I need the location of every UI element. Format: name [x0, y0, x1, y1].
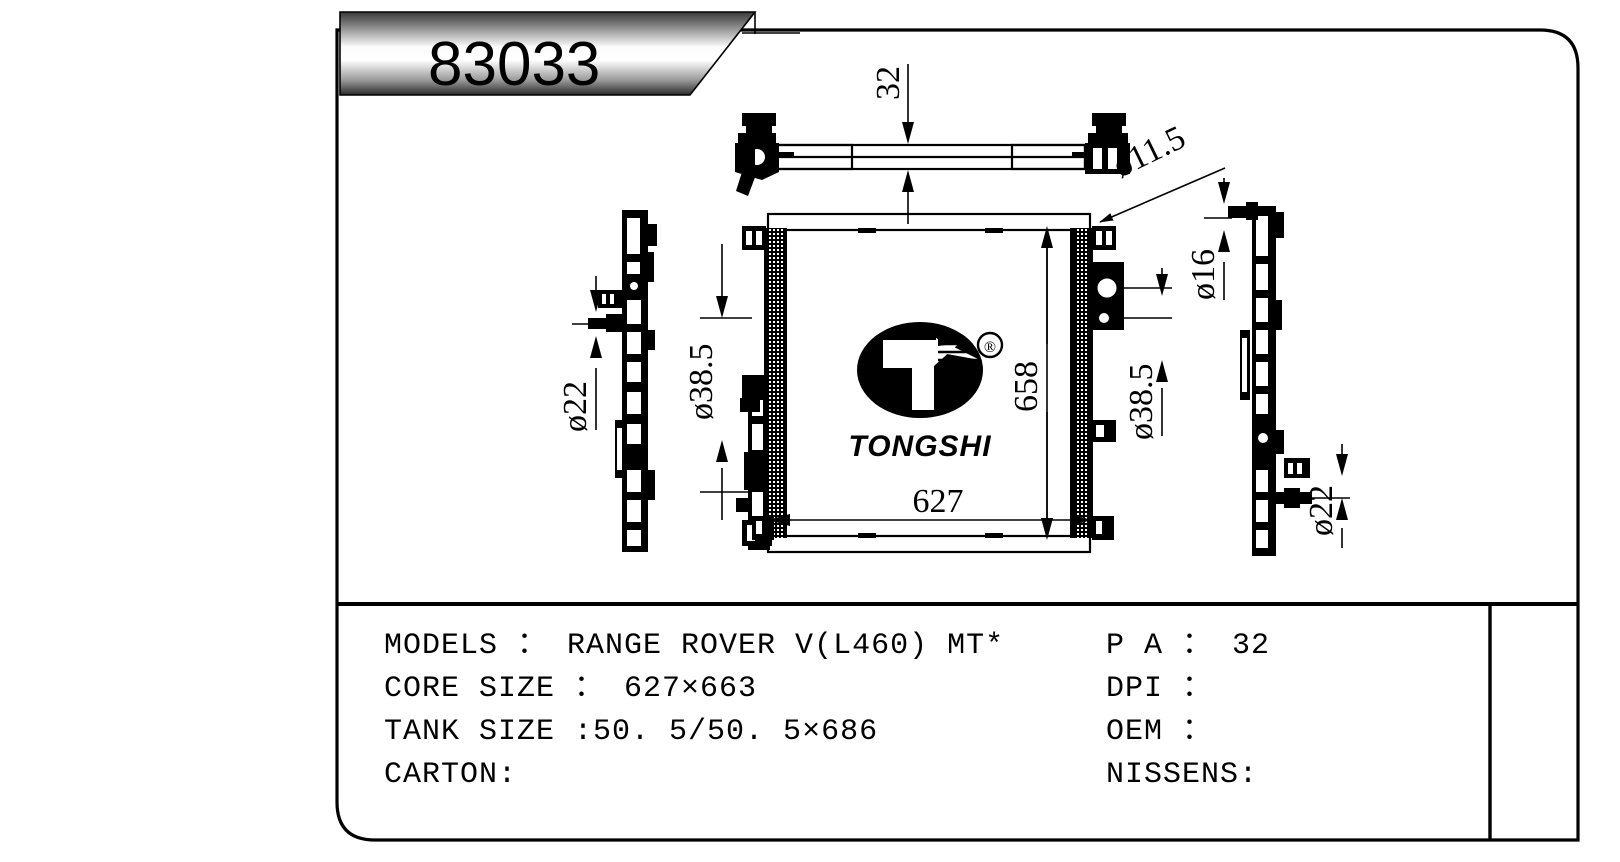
dim-right-top-port: ø16: [1185, 178, 1232, 300]
top-view-left-fitting: [735, 113, 794, 196]
tongshi-logo: ® TONGSHI: [848, 322, 1004, 463]
spec-dpi: DPI ：: [1106, 672, 1213, 706]
dim-core-width: 627: [768, 240, 1092, 526]
spec-core-size: CORE SIZE ： 627×663: [384, 672, 757, 706]
part-number-text: 83033: [428, 30, 600, 99]
dim-left-inlet: ø38.5: [683, 244, 752, 520]
main-view-left-brackets: [742, 226, 774, 540]
right-side-view: ø16 ø22: [1185, 178, 1350, 556]
main-view-right-brackets: [1090, 226, 1124, 540]
spec-carton: CARTON:: [384, 758, 517, 792]
part-number-banner: 83033: [339, 11, 800, 99]
dim-right-core-inlet: ø38.5: [1118, 268, 1172, 440]
dim-right-top-port-label: ø16: [1185, 249, 1222, 300]
registered-mark-circle: [976, 331, 1004, 359]
spec-block-left: MODELS ： RANGE ROVER V(L460) MT* CORE SI…: [384, 629, 1004, 792]
dim-right-core-inlet-label: ø38.5: [1123, 364, 1160, 441]
dim-right-bottom-port-label: ø22: [1303, 485, 1340, 536]
top-view-right-fitting: [1072, 113, 1130, 174]
drawing-frame: [335, 28, 1580, 842]
dim-top-thickness-label: 32: [870, 66, 907, 100]
spec-pa: P A ： 32: [1106, 629, 1270, 663]
registered-mark-text: ®: [984, 339, 996, 356]
dim-left-view-port: ø22: [557, 276, 602, 432]
front-left-profile-view: ø38.5: [683, 244, 772, 550]
dim-top-thickness: 32: [870, 64, 914, 224]
spec-oem: OEM ：: [1106, 715, 1213, 749]
banner-outline: [339, 11, 757, 96]
spec-models: MODELS ： RANGE ROVER V(L460) MT*: [384, 629, 1004, 663]
logo-brand-text: TONGSHI: [848, 430, 991, 463]
dim-core-height-label: 658: [1008, 361, 1045, 412]
dim-right-bottom-port: ø22: [1303, 444, 1350, 548]
dim-left-inlet-label: ø38.5: [683, 344, 720, 421]
spec-tank-size: TANK SIZE :50. 5/50. 5×686: [384, 715, 878, 749]
top-view-assembly: 32 ø11.5: [735, 64, 1226, 224]
spec-nissens: NISSENS:: [1106, 758, 1258, 792]
main-front-view: ® TONGSHI 658 627: [742, 212, 1172, 554]
banner-shape: [340, 12, 755, 95]
left-side-view: ø22: [557, 210, 657, 552]
dim-core-width-label: 627: [913, 483, 964, 520]
spec-block-right: P A ： 32 DPI ： OEM ： NISSENS:: [1106, 629, 1270, 792]
dim-left-view-port-label: ø22: [557, 381, 594, 432]
